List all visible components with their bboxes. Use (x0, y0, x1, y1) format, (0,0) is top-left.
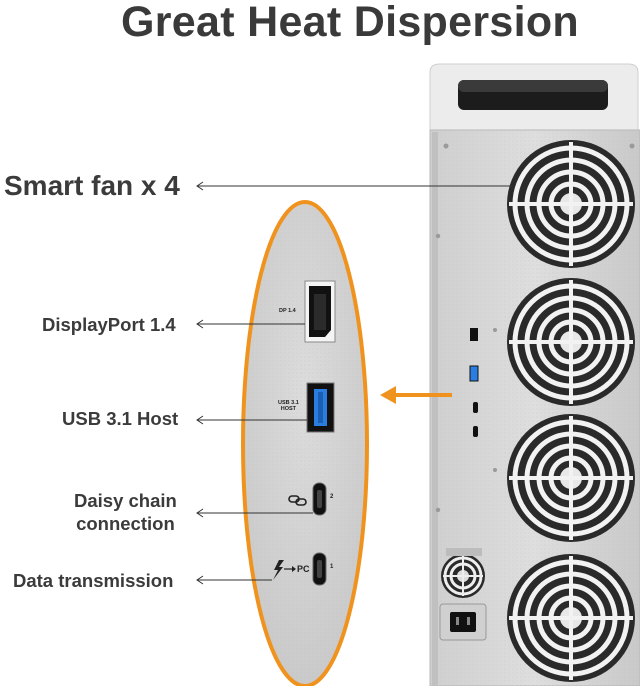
power-socket (439, 603, 487, 641)
callout-daisy-line2: connection (76, 513, 175, 534)
port-label-dp: DP 1.4 (279, 308, 296, 314)
callout-daisy-chain: Daisy chain connection (74, 489, 177, 535)
psu-fan (441, 554, 485, 598)
pc-label: PC (297, 564, 310, 574)
thunderbolt-icon (273, 560, 296, 580)
callout-usb-host: USB 3.1 Host (62, 408, 179, 429)
device-small-ports (469, 328, 479, 437)
port-label-usb-line1: USB 3.1 (278, 400, 299, 406)
usb-c-port-2 (312, 482, 327, 516)
fan-2 (507, 278, 635, 406)
fan-4 (507, 554, 635, 682)
port-label-usb-line2: HOST (280, 406, 297, 412)
callout-daisy-line1: Daisy chain (74, 490, 177, 511)
usb-port (306, 382, 335, 433)
zoom-oval (241, 200, 369, 686)
callout-data-transmission: Data transmission (13, 570, 174, 591)
usb-c-port-1 (312, 552, 327, 586)
port-number-2: 2 (330, 494, 334, 500)
page-title: Great Heat Dispersion (121, 0, 579, 46)
callout-smart-fan: Smart fan x 4 (4, 170, 180, 201)
leader-lines (196, 181, 512, 585)
fan-1 (507, 140, 635, 268)
link-icon (288, 495, 307, 506)
device-handle (429, 63, 639, 136)
port-label-usb: USB 3.1 HOST (278, 400, 299, 412)
arrow-right-icon (380, 386, 452, 404)
port-number-1: 1 (330, 564, 334, 570)
callout-displayport: DisplayPort 1.4 (42, 314, 176, 335)
displayport-port (304, 280, 336, 343)
fan-3 (507, 414, 635, 542)
